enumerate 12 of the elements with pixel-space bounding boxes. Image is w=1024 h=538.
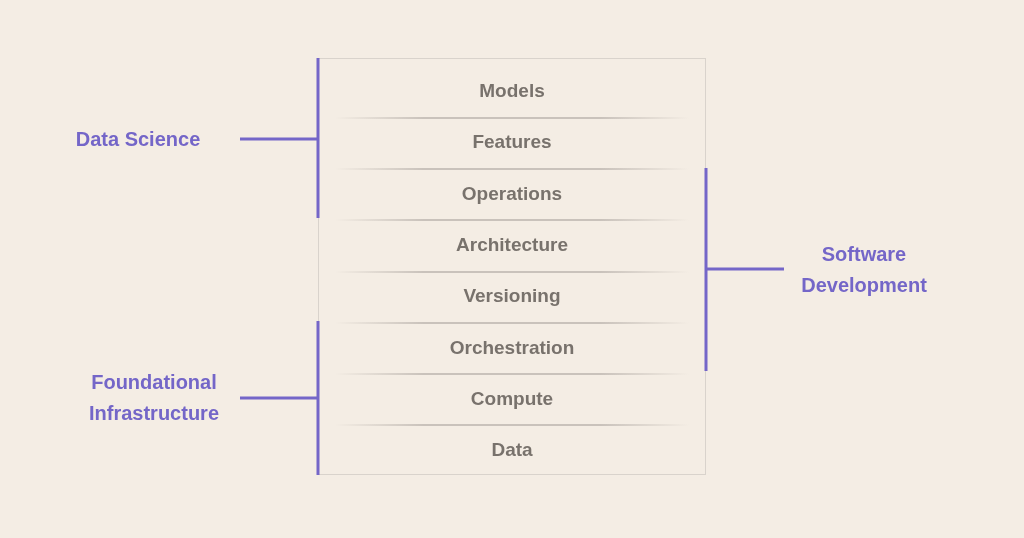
layer-name: Versioning [463, 284, 561, 308]
group-label: Software Development [801, 242, 927, 298]
layer-name: Orchestration [449, 336, 575, 360]
layer-name: Features [472, 130, 552, 154]
layer-name: Architecture [456, 233, 568, 257]
layer-name: Compute [470, 387, 554, 411]
stack-frame [318, 58, 706, 475]
layer-name: Operations [461, 182, 563, 206]
layer-name: Models [479, 79, 545, 103]
layer-name: Data [491, 438, 533, 462]
group-label: Foundational Infrastructure [89, 370, 219, 426]
group-label: Data Science [75, 126, 201, 152]
